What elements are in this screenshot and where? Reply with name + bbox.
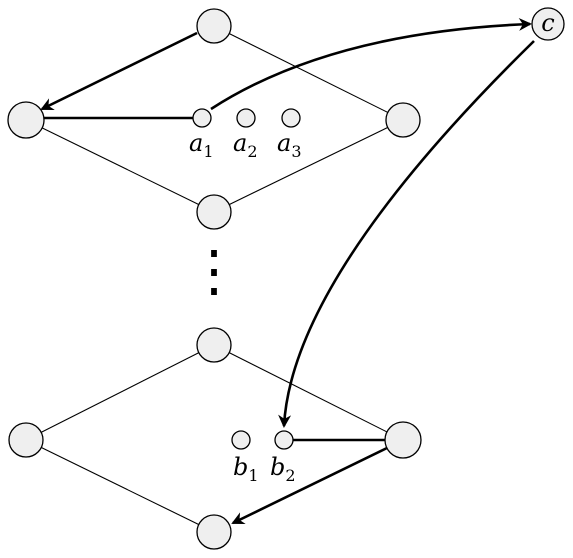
- b1-label: b1: [233, 453, 259, 485]
- b1-label-base: b: [233, 453, 248, 481]
- arrow-right-to-bottom: [231, 446, 388, 525]
- a1-label: a1: [189, 129, 214, 161]
- a2-label: a2: [233, 129, 258, 161]
- edge-bottom-to-right: [213, 119, 404, 213]
- edge-top-to-left: [25, 344, 215, 441]
- bottom-diamond-left-node: [8, 422, 44, 458]
- labels: c a1 a2 a3 b1 b2 ⋮: [186, 9, 555, 485]
- large-nodes: [7, 7, 565, 550]
- a3-label-sub: 3: [291, 142, 301, 161]
- a2-node: [236, 108, 256, 128]
- a1-node: [192, 108, 212, 128]
- b2-label-base: b: [270, 453, 285, 481]
- a2-label-base: a: [233, 129, 247, 157]
- a1-label-sub: 1: [203, 142, 213, 161]
- c-node: [531, 7, 565, 41]
- arrow-c-to-b2: [278, 40, 535, 428]
- b2-node: [274, 430, 294, 450]
- b1-label-sub: 1: [248, 466, 258, 485]
- b2-label: b2: [270, 453, 296, 485]
- small-nodes: [192, 108, 301, 450]
- a1-label-base: a: [189, 129, 203, 157]
- edge-top-to-right: [213, 344, 404, 441]
- edge-left-to-bottom: [25, 439, 215, 533]
- top-diamond-top-node: [196, 8, 232, 44]
- arrow-top-to-left: [40, 31, 198, 111]
- top-diamond-right-node: [385, 102, 421, 138]
- bottom-diamond-top-node: [196, 327, 232, 363]
- b2-label-sub: 2: [285, 466, 295, 485]
- top-diamond-bottom-node: [196, 194, 232, 230]
- bottom-diamond-right-node: [384, 421, 422, 459]
- a3-node: [281, 108, 301, 128]
- b1-node: [231, 430, 251, 450]
- a3-label-base: a: [277, 129, 291, 157]
- bottom-diamond-edges: [25, 344, 404, 533]
- edge-left-to-bottom: [25, 119, 215, 213]
- top-diamond-left-node: [7, 101, 45, 139]
- edge-top-to-right: [213, 25, 404, 121]
- a3-label: a3: [277, 129, 302, 161]
- vertical-ellipsis: ⋮: [186, 239, 242, 304]
- arrow-a1-to-c: [210, 17, 532, 111]
- bottom-diamond-bottom-node: [196, 514, 232, 550]
- a2-label-sub: 2: [247, 142, 257, 161]
- thick-edges: [40, 17, 535, 525]
- c-label: c: [541, 9, 554, 37]
- top-diamond-edges: [25, 25, 404, 213]
